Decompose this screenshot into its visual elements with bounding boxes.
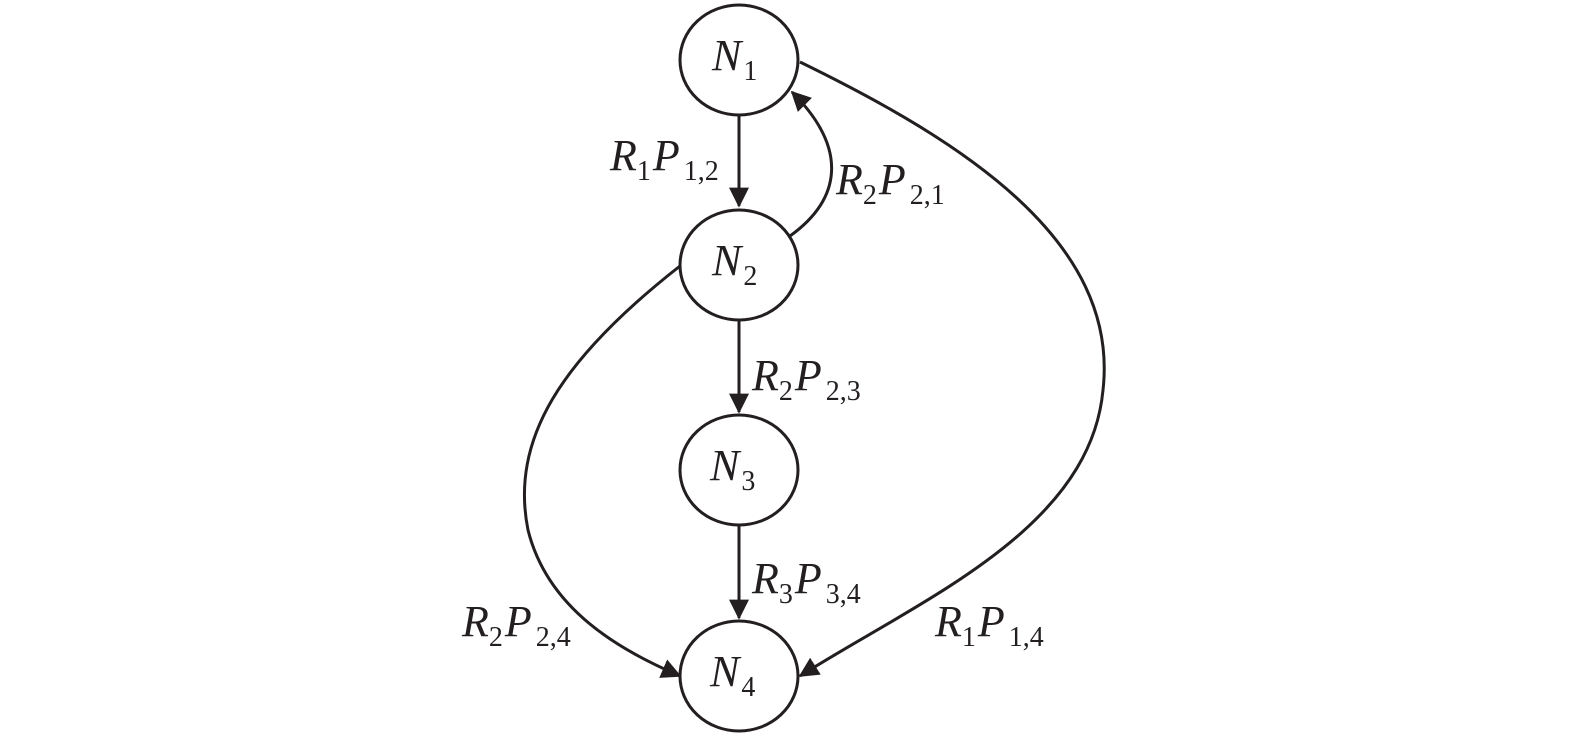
node-n1-label: N1 [711,31,757,87]
node-n3-label: N3 [709,441,755,497]
edge-n2-n4 [523,264,682,678]
edge-n2-n1 [789,90,833,238]
node-n4-label: N4 [709,647,755,703]
edge-n1-n4 [798,60,1106,678]
node-n4-circle [678,619,800,733]
node-n1-circle [678,3,800,117]
node-n3: N3 [678,413,800,527]
node-n3-circle [678,413,800,527]
node-n4: N4 [678,619,800,733]
node-n2-circle [678,208,800,322]
node-n2: N2 [678,208,800,322]
node-n1: N1 [678,3,800,117]
node-n2-label: N2 [711,236,757,292]
